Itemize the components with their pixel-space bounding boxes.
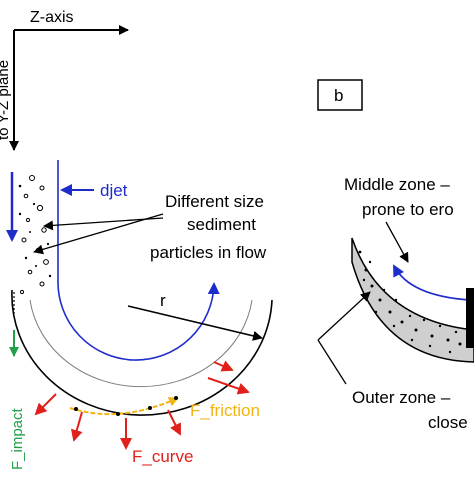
middle-zone-line2: prone to ero (362, 200, 454, 219)
outer-zone-line1: Outer zone – (352, 388, 451, 407)
friction-arrow-chain (69, 397, 179, 416)
curve-force-arrow-5 (207, 377, 250, 395)
outer-wall-curve (11, 289, 273, 416)
particles-label-line3: particles in flow (150, 243, 267, 262)
f-curve-label: F_curve (132, 447, 193, 466)
particles-label-line2: sediment (187, 215, 256, 234)
sediment-particles (19, 175, 49, 295)
curve-force-arrow-4 (167, 409, 181, 436)
f-friction-label: F_friction (190, 401, 260, 420)
friction-contact-points (74, 396, 178, 416)
djet-label: djet (100, 181, 128, 200)
panel-b-label: b (334, 86, 343, 105)
particles-pointer-2 (43, 217, 164, 231)
radius-arrow (127, 305, 263, 341)
outer-zone-line2: close (428, 413, 468, 432)
panel-b-sediment-dots (358, 250, 462, 354)
curve-force-arrow-1 (34, 393, 57, 416)
panel-b-box (317, 79, 363, 111)
radius-label: r (160, 291, 166, 310)
particles-pointer-1 (33, 213, 164, 255)
f-impact-label: F_impact (9, 407, 26, 470)
z-axis-label: Z-axis (30, 9, 74, 26)
particles-label-line1: Different size (165, 192, 264, 211)
panel-b-flow-arrow (393, 264, 471, 301)
middle-flow-line (29, 299, 253, 388)
outer-zone-pointer-1 (317, 339, 347, 385)
curve-force-arrow-2 (70, 411, 83, 442)
middle-zone-pointer (385, 221, 409, 263)
outer-zone-pointer-2 (317, 291, 371, 341)
panel-b-sediment-band (351, 237, 474, 363)
vertical-axis-label: to Y-Z plane (0, 60, 12, 140)
inner-flow-boundary (57, 160, 220, 361)
curve-force-arrow-6 (213, 360, 234, 372)
small-particles (18, 184, 52, 278)
panel-b-wall-block (466, 288, 474, 348)
middle-zone-line1: Middle zone – (344, 175, 450, 194)
